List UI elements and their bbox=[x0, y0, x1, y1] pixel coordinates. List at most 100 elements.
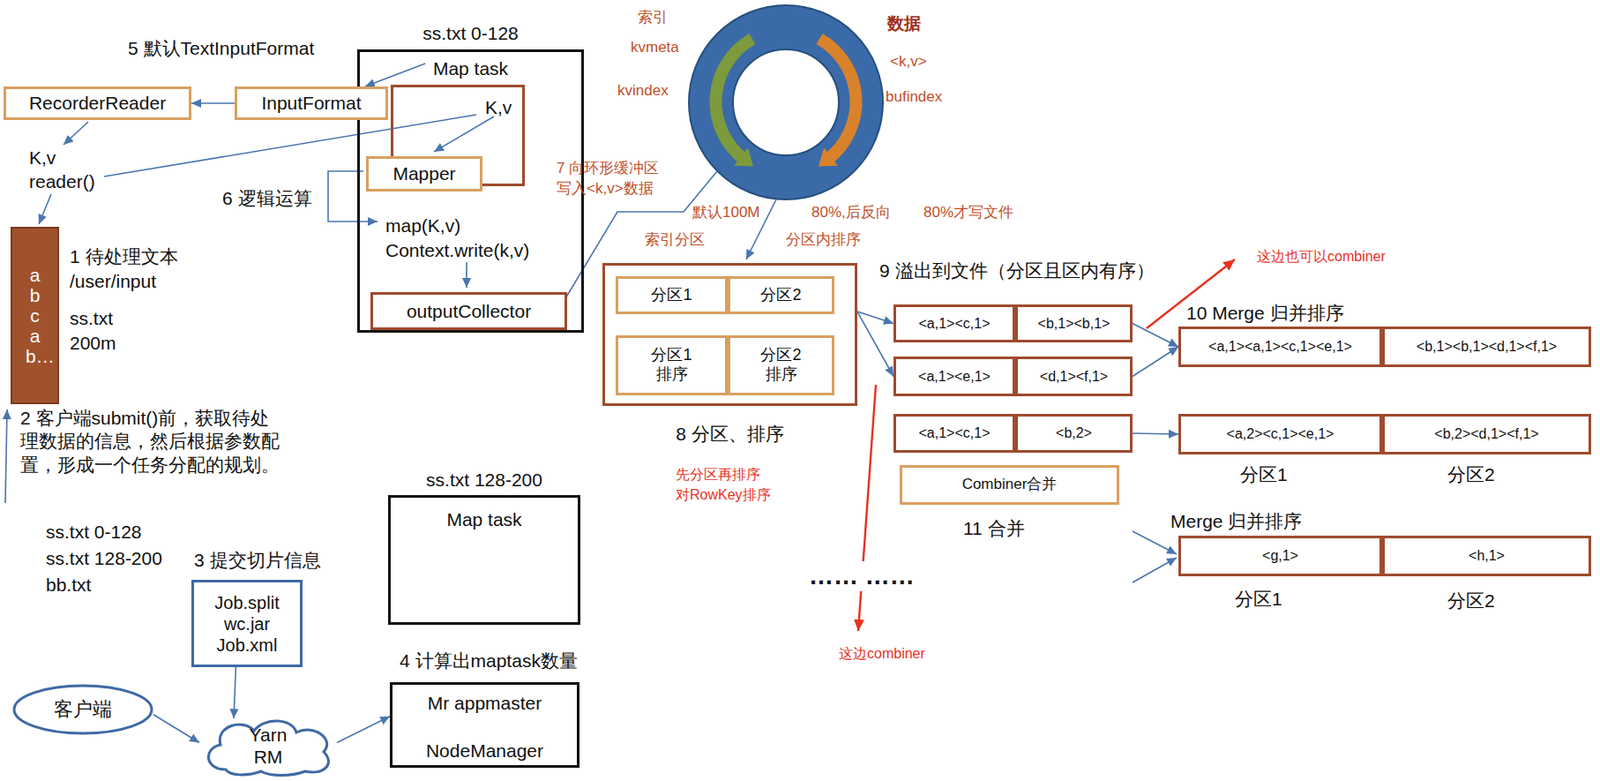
box-text: 分区2 bbox=[760, 285, 801, 306]
spill-box: <b,2> bbox=[1015, 413, 1133, 453]
box-text: <a,1><a,1><c,1><e,1> bbox=[1208, 337, 1353, 355]
callout-arrow bbox=[858, 384, 876, 631]
merge-in bbox=[1132, 557, 1177, 583]
flow-connector bbox=[1132, 346, 1179, 377]
box-text: <b,2><d,1><f,1> bbox=[1434, 425, 1539, 442]
box-text: Mr appmaster bbox=[392, 691, 577, 714]
box-text: <b,1><b,1><d,1><f,1> bbox=[1416, 337, 1557, 355]
note-label: 这边也可以combiner bbox=[1256, 247, 1386, 265]
note-label: 默认100M bbox=[692, 203, 761, 222]
note-label: ss.txt 128-200 bbox=[45, 546, 163, 569]
note-label: 5 默认TextInputFormat bbox=[127, 37, 315, 60]
spill-box: <b,1><b,1> bbox=[1015, 304, 1133, 343]
index-arrow bbox=[715, 38, 753, 159]
box-text: K,v bbox=[485, 96, 512, 119]
box-text: ss.txt 128-200 bbox=[390, 468, 578, 491]
flow-connector bbox=[1132, 433, 1179, 434]
box-text: Job.split wc.jar Job.xml bbox=[202, 591, 292, 656]
flow-connector bbox=[857, 311, 894, 376]
cloud-shape bbox=[208, 720, 329, 776]
note-label: 10 Merge 归并排序 bbox=[1186, 301, 1345, 324]
ring-inner bbox=[732, 49, 839, 156]
box-text: <d,1><f,1> bbox=[1039, 367, 1108, 385]
note-label: 先分区再排序 bbox=[675, 465, 761, 483]
box-text: <a,1><c,1> bbox=[919, 314, 991, 332]
note-label: …… …… bbox=[806, 560, 918, 591]
box-text: <b,1><b,1> bbox=[1038, 314, 1111, 332]
box-text: 分区1 bbox=[650, 285, 692, 306]
reader-box: RecorderReader bbox=[3, 86, 192, 120]
box-text: 分区2 排序 bbox=[755, 345, 808, 384]
merge-box: <h,1> bbox=[1382, 535, 1592, 576]
partition-box: 8 分区、排序分区1分区2分区1 排序分区2 排序 bbox=[602, 262, 858, 406]
reader-to-file bbox=[38, 194, 52, 225]
spill-box: <a,1><c,1> bbox=[893, 304, 1016, 343]
box-text: <b,2> bbox=[1055, 424, 1092, 442]
merge-box: <b,2><d,1><f,1> bbox=[1382, 413, 1592, 455]
note-label: 6 逻辑运算 bbox=[222, 186, 313, 210]
kv-to-mapper bbox=[433, 116, 494, 152]
note-label: 9 溢出到文件（分区且区内有序） bbox=[879, 259, 1155, 282]
reader-arrow bbox=[63, 121, 89, 145]
maptask-box: ss.txt 0-128Map taskmap(K,v)Context.writ… bbox=[357, 49, 584, 333]
note-label: ss.txt bbox=[69, 306, 113, 329]
maptask-box: ss.txt 128-200Map task bbox=[388, 494, 581, 625]
box-text: Map task bbox=[359, 57, 582, 80]
flow-connector bbox=[233, 666, 236, 718]
note-label: /user/input bbox=[69, 269, 157, 292]
note-label: K,v bbox=[29, 146, 56, 169]
note-label: 1 待处理文本 bbox=[69, 245, 179, 268]
data-arrow bbox=[819, 38, 857, 159]
box-text: Context.write(k,v) bbox=[385, 239, 530, 262]
merge-box: <b,1><b,1><d,1><f,1> bbox=[1382, 326, 1592, 367]
mapper-box: Mapper bbox=[366, 156, 483, 192]
box-text: NodeManager bbox=[392, 739, 577, 762]
note-label: 2 客户端submit()前，获取待处理数据的信息，然后根据参数配置，形成一个任… bbox=[20, 406, 285, 477]
file-column: abcab… bbox=[10, 226, 60, 404]
merge-box: <a,2><c,1><e,1> bbox=[1178, 413, 1383, 455]
note-label: ss.txt 0-128 bbox=[45, 520, 143, 543]
note-label: 4 计算出maptask数量 bbox=[399, 649, 578, 672]
note-label: <k,v> bbox=[889, 52, 928, 71]
note-label: 索引 bbox=[637, 8, 668, 27]
note-label: 200m bbox=[69, 331, 117, 354]
merge-in bbox=[1132, 530, 1177, 554]
note-label: 11 合并 bbox=[963, 516, 1025, 539]
spill-box: <a,1><c,1> bbox=[893, 413, 1016, 453]
flow-connector bbox=[191, 102, 235, 105]
box-text: RecorderReader bbox=[29, 91, 166, 114]
box-text: map(K,v) bbox=[385, 214, 461, 237]
note-label: 分区内排序 bbox=[785, 231, 861, 249]
box-text: Yarn RM bbox=[244, 723, 293, 768]
spill-box: <a,1><e,1> bbox=[893, 356, 1016, 397]
note-label: 这边combiner bbox=[838, 644, 926, 662]
client-ellipse: 客户端 bbox=[12, 683, 154, 735]
flow-connector bbox=[336, 716, 390, 743]
partition-cell: 分区1 排序 bbox=[615, 335, 728, 396]
note-label: 分区2 bbox=[1447, 589, 1496, 612]
note-label: 写入<k,v>数据 bbox=[556, 179, 654, 198]
note-label: 分区1 bbox=[1234, 587, 1283, 610]
note-label: bb.txt bbox=[45, 573, 91, 596]
box-text: Combiner合并 bbox=[962, 475, 1058, 494]
note-label: reader() bbox=[29, 170, 96, 193]
box-text: 分区1 排序 bbox=[645, 345, 699, 384]
note-label: kvindex bbox=[617, 82, 669, 100]
box-text: <g,1> bbox=[1262, 546, 1299, 564]
yarn-cloud: Yarn RM bbox=[199, 714, 337, 777]
note-label: 80%才写文件 bbox=[923, 203, 1014, 222]
partition-cell: 分区1 bbox=[615, 276, 728, 315]
box-text: <a,2><c,1><e,1> bbox=[1226, 425, 1335, 442]
note-label: 7 向环形缓冲区 bbox=[556, 159, 659, 178]
flow-connector bbox=[153, 714, 200, 743]
box-text: InputFormat bbox=[261, 91, 361, 114]
combiner-box: Combiner合并 bbox=[899, 464, 1120, 505]
note-label: 数据 bbox=[887, 14, 921, 35]
box-text: <a,1><c,1> bbox=[919, 424, 991, 442]
appmaster-box: Mr appmasterNodeManager bbox=[389, 681, 580, 768]
merge-box: <g,1> bbox=[1178, 535, 1383, 576]
merge-box: <a,1><a,1><c,1><e,1> bbox=[1178, 326, 1383, 367]
inputformat-box: InputFormat bbox=[234, 86, 389, 120]
cloud-outline bbox=[199, 714, 337, 777]
